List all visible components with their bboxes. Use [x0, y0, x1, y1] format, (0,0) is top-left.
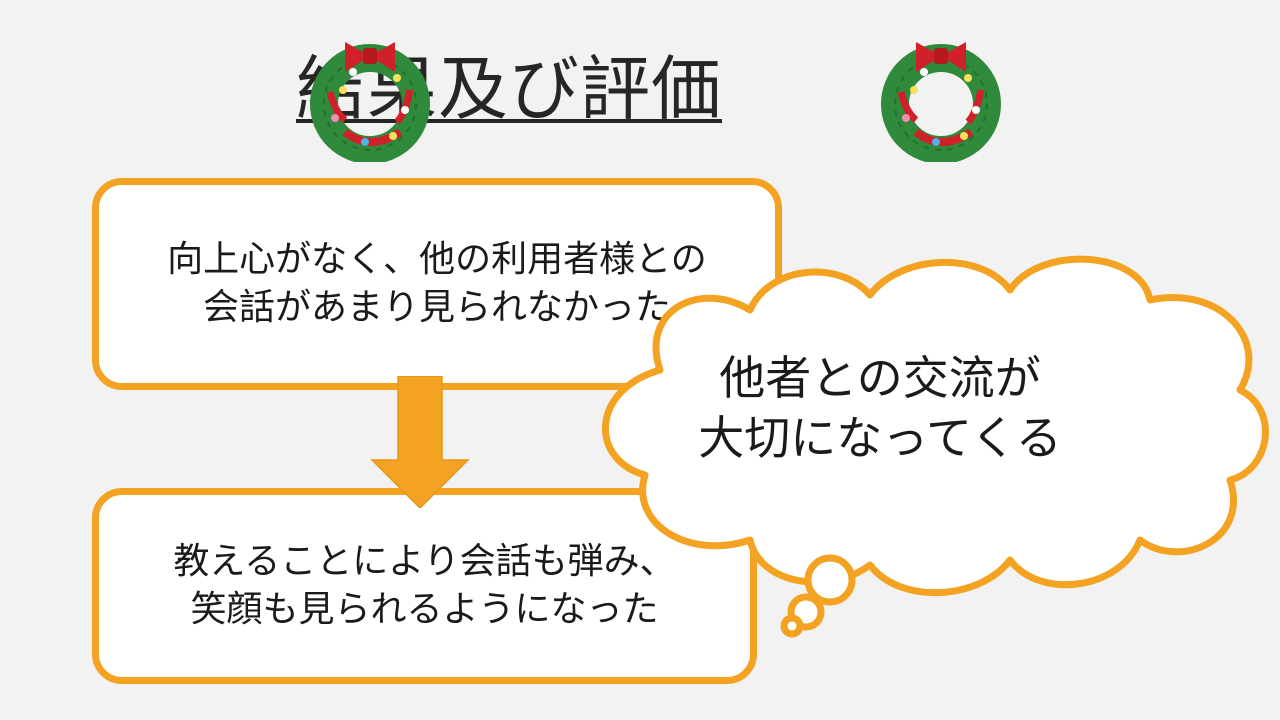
wreath-icon: [881, 42, 1001, 162]
wreath-icon: [310, 42, 430, 162]
before-text-line-2: 会話があまり見られなかった: [202, 287, 671, 328]
before-text-line-1: 向上心がなく、他の利用者様との: [167, 239, 707, 280]
thought-bubble-line-2: 大切になってくる: [698, 411, 1062, 465]
thought-bubble-text: 他者との交流が 大切になってくる: [690, 348, 1070, 468]
after-text: 教えることにより会話も弾み、 笑顔も見られるようになった: [173, 538, 675, 634]
after-text-line-2: 笑顔も見られるようになった: [190, 589, 659, 630]
arrow-down-icon: [370, 376, 470, 508]
before-box: 向上心がなく、他の利用者様との 会話があまり見られなかった: [92, 178, 782, 390]
before-text: 向上心がなく、他の利用者様との 会話があまり見られなかった: [167, 236, 707, 332]
thought-cloud-icon: [601, 255, 1269, 638]
thought-bubble-line-1: 他者との交流が: [719, 351, 1041, 405]
after-text-line-1: 教えることにより会話も弾み、: [173, 541, 676, 582]
